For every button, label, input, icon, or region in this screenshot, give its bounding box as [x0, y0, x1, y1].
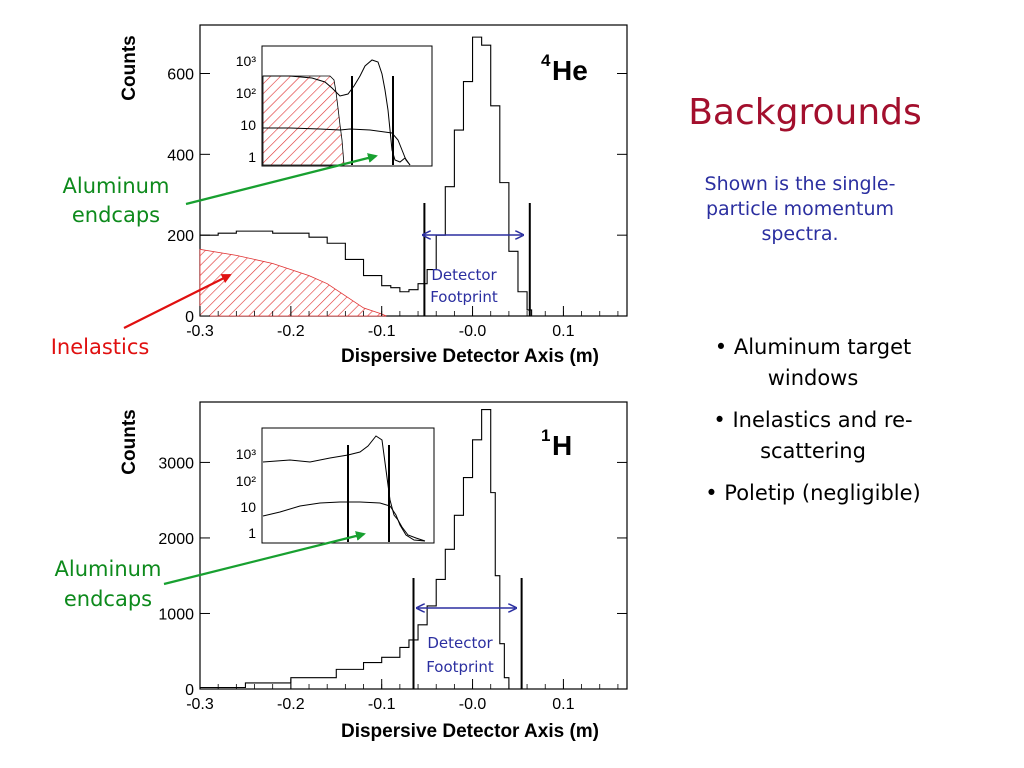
bullet-poletip: • Poletip (negligible): [705, 481, 921, 505]
inelastics-arrow: [123, 274, 232, 329]
inset-total-curve: [262, 435, 426, 542]
x-tick-label: -0.2: [277, 696, 305, 713]
x-tick-label: -0.0: [459, 696, 487, 713]
inset-endcap-curve: [262, 501, 426, 542]
inset-ytick-1: 1: [248, 525, 256, 541]
y-tick-label: 600: [167, 67, 194, 84]
log-inset: 10³ 10² 10 1: [236, 427, 435, 544]
bullet-inelastics: • Inelastics and re-scattering: [713, 408, 913, 463]
y-axis-label: Counts: [119, 409, 140, 474]
y-tick-label: 0: [185, 682, 194, 699]
inset-ytick-1000: 10³: [236, 446, 257, 462]
inelastics-hatch-area: [199, 248, 387, 317]
y-axis-label: Counts: [119, 35, 140, 100]
isotope-symbol: H: [552, 430, 572, 461]
aluminum-endcaps-arrow: [185, 153, 378, 206]
y-tick-label: 2000: [158, 531, 194, 548]
isotope-mass-number: 4: [541, 51, 551, 70]
bullet-aluminum-windows: • Aluminum target windows: [714, 335, 912, 390]
helium-histogram-panel: -0.3 -0.2 -0.1 -0.0 0.1 0 200 400 600 Counts Dis…: [119, 24, 628, 367]
aluminum-endcaps-label-line2: endcaps: [72, 203, 160, 227]
x-tick-label: -0.3: [186, 696, 214, 713]
x-tick-label: -0.1: [368, 696, 396, 713]
aluminum-endcaps-arrow: [163, 531, 366, 586]
x-axis-label: Dispersive Detector Axis (m): [341, 721, 599, 742]
inset-ytick-100: 10²: [236, 85, 257, 101]
inset-ytick-10: 10: [240, 499, 256, 515]
inelastics-label: Inelastics: [51, 335, 150, 359]
inset-ytick-10: 10: [240, 117, 256, 133]
histogram-series-line: [200, 36, 533, 316]
aluminum-endcaps-label-line1: Aluminum: [63, 174, 170, 198]
inset-ytick-100: 10²: [236, 473, 257, 489]
x-tick-label: -0.2: [277, 323, 305, 340]
x-tick-label: -0.1: [368, 323, 396, 340]
histogram-series-line: [200, 409, 510, 689]
y-tick-label: 0: [185, 309, 194, 326]
inset-endcap-curve: [263, 127, 411, 166]
slide-title: Backgrounds: [688, 92, 922, 133]
plot-frame: [199, 24, 628, 317]
x-tick-label: -0.0: [459, 323, 487, 340]
y-tick-label: 3000: [158, 455, 194, 472]
x-tick-label: 0.1: [552, 696, 574, 713]
bullet-list: • Aluminum target windows • Inelastics a…: [668, 332, 958, 520]
x-axis-label: Dispersive Detector Axis (m): [341, 346, 599, 367]
detector-footprint-label-line2: Footprint: [430, 288, 498, 306]
isotope-mass-number: 1: [541, 426, 550, 445]
y-tick-label: 400: [167, 147, 194, 164]
aluminum-endcaps-label-line1: Aluminum: [55, 557, 162, 581]
detector-footprint-label-line1: Detector: [431, 266, 497, 284]
log-inset: 10³ 10² 10 1: [236, 45, 433, 167]
inset-ytick-1000: 10³: [236, 53, 257, 69]
isotope-symbol: He: [552, 55, 588, 86]
slide-subtitle: Shown is the single-particle momentum sp…: [704, 173, 896, 245]
inset-inelastics-hatch: [262, 75, 345, 166]
aluminum-endcaps-label-line2: endcaps: [64, 587, 152, 611]
x-tick-label: 0.1: [552, 323, 574, 340]
detector-footprint-label-line1: Detector: [427, 634, 493, 652]
detector-footprint-label-line2: Footprint: [426, 658, 494, 676]
y-tick-label: 1000: [158, 606, 194, 623]
x-tick-label: -0.3: [186, 323, 214, 340]
inset-ytick-1: 1: [248, 149, 256, 165]
y-tick-label: 200: [167, 228, 194, 245]
